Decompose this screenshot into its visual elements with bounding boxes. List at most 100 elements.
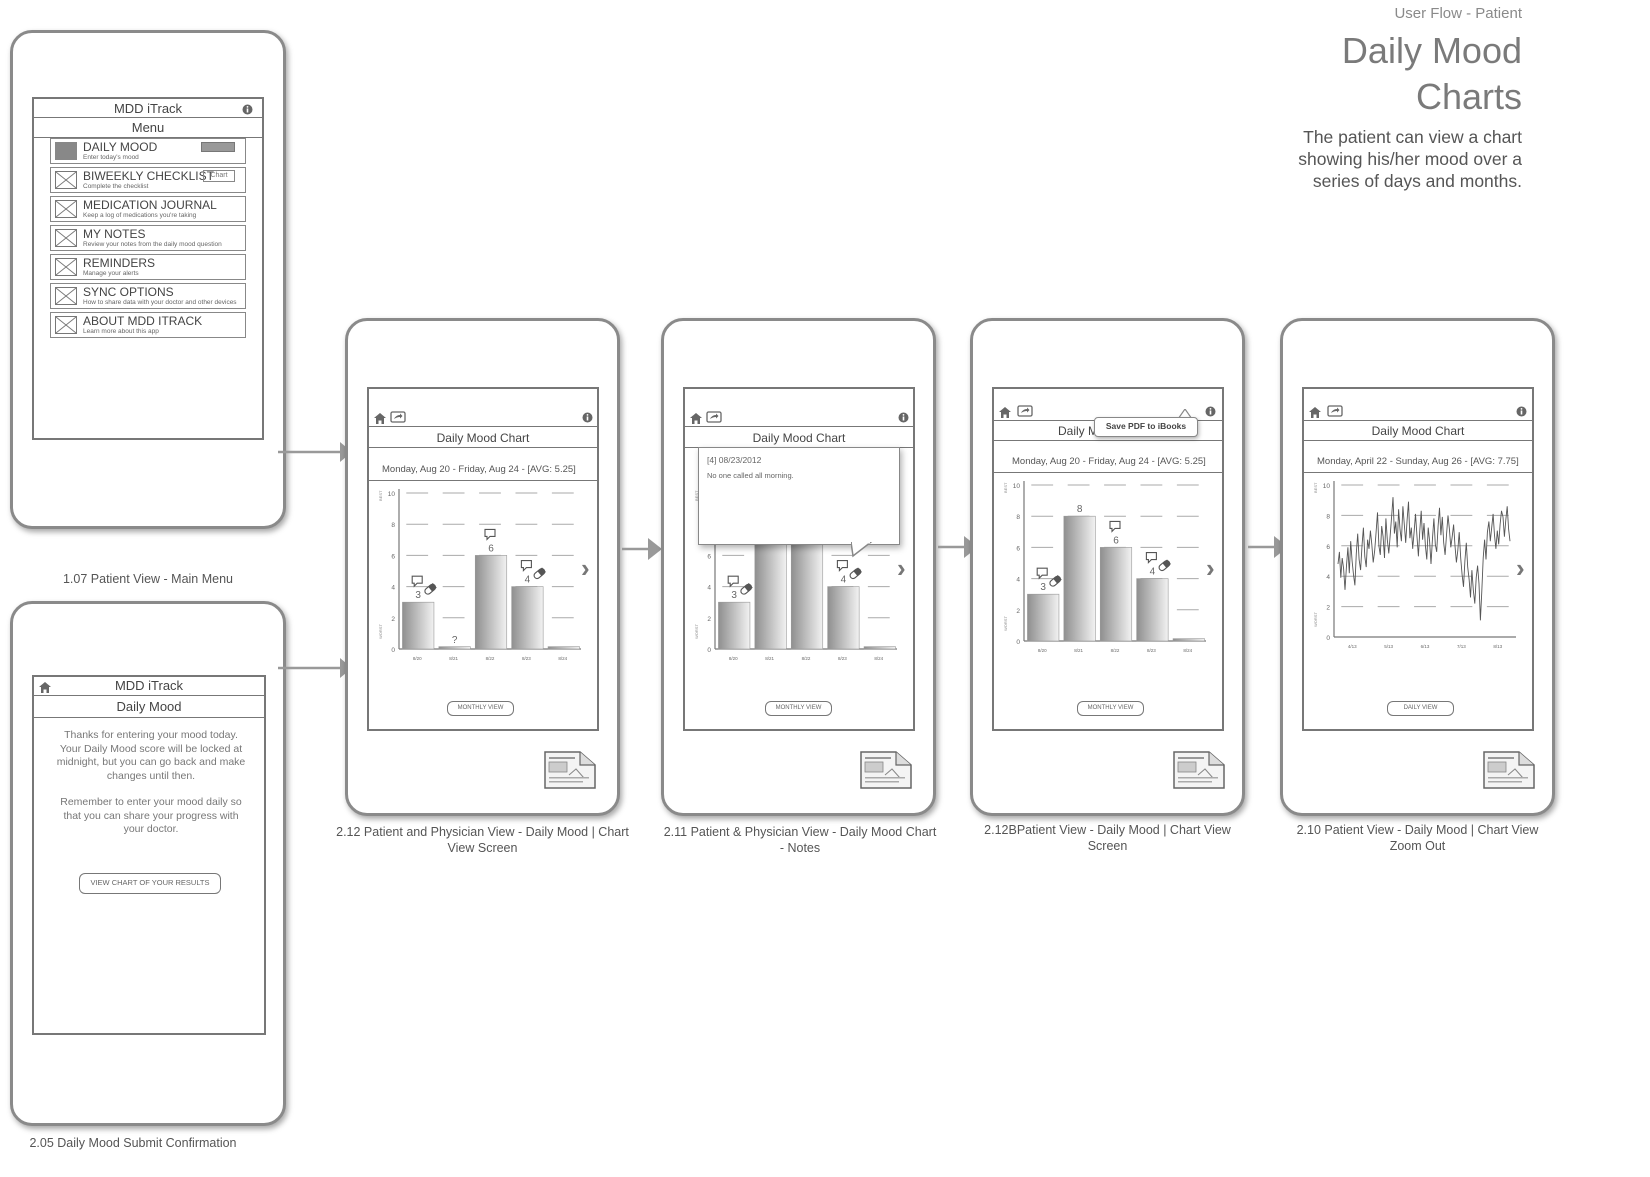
bar: [438, 646, 471, 650]
placeholder-image-icon: [55, 258, 77, 276]
pdf-document-icon[interactable]: [860, 751, 912, 789]
monthly-view-button[interactable]: MONTHLY VIEW: [1077, 701, 1144, 716]
home-icon[interactable]: [39, 680, 51, 698]
y-tick-label: 6: [1326, 544, 1330, 551]
bar: [1027, 593, 1060, 642]
menu-item-reminders[interactable]: REMINDERS Manage your alerts: [50, 254, 246, 280]
bar-value-label: 4: [525, 575, 531, 586]
message-line: midnight, but you can go back and make: [56, 756, 246, 768]
y-tick-label: 10: [388, 491, 396, 498]
bar: [754, 539, 787, 650]
y-tick-label: 8: [1326, 513, 1330, 520]
pdf-document-icon[interactable]: [1483, 751, 1535, 789]
divider: [34, 137, 262, 138]
menu-item-label: SYNC OPTIONS: [83, 285, 174, 299]
description-line1: The patient can view a chart: [1303, 127, 1522, 147]
menu-item-subtitle: Complete the checklist: [83, 183, 149, 190]
menu-item-my-notes[interactable]: MY NOTES Review your notes from the dail…: [50, 225, 246, 251]
info-icon[interactable]: [582, 410, 593, 428]
bar-value-label: 3: [415, 590, 421, 601]
y-label-best: BEST: [1313, 482, 1318, 493]
x-tick-label: 8/22: [1111, 648, 1120, 653]
pill-icon-half: [537, 567, 546, 576]
menu-item-subtitle: How to share data with your doctor and o…: [83, 299, 237, 306]
bar-value-label: 4: [841, 575, 847, 586]
bar: [402, 601, 435, 650]
note-bubble-icon: [1109, 520, 1121, 533]
share-icon[interactable]: [1327, 404, 1343, 422]
x-tick-label: 8/23: [838, 656, 847, 661]
message-line: Your Daily Mood score will be locked at: [59, 742, 243, 755]
x-tick-label: 8/24: [1183, 648, 1192, 653]
menu-item-subtitle: Learn more about this app: [83, 328, 159, 335]
chart-view-device: Daily Mood Chart Monday, Aug 20 - Friday…: [345, 318, 620, 816]
caption-line: 2.12 Patient and Physician View - Daily …: [336, 825, 629, 839]
date-range: Monday, Aug 20 - Friday, Aug 24 - [AVG: …: [382, 464, 576, 475]
note-popup[interactable]: [4] 08/23/2012 No one called all morning…: [698, 447, 900, 545]
info-icon[interactable]: [1516, 404, 1527, 422]
y-tick-label: 0: [1326, 635, 1330, 642]
menu-item-biweekly-checklist[interactable]: BIWEEKLY CHECKLIST Complete the checklis…: [50, 167, 246, 193]
next-chevron-icon[interactable]: ›: [581, 553, 590, 583]
save-pdf-popup-button[interactable]: Save PDF to iBooks: [1094, 417, 1198, 437]
y-tick-label: 2: [707, 616, 711, 623]
x-tick-label: 8/22: [486, 656, 495, 661]
note-bubble-icon: [411, 575, 423, 588]
home-icon[interactable]: [999, 405, 1011, 423]
y-tick-label: 2: [391, 616, 395, 623]
description-line2: showing his/her mood over a: [1298, 149, 1522, 169]
y-tick-label: 0: [391, 647, 395, 654]
note-bubble-icon: [1036, 567, 1048, 580]
next-chevron-icon[interactable]: ›: [1206, 553, 1215, 583]
home-icon[interactable]: [1309, 405, 1321, 423]
screen-title: Daily Mood: [116, 699, 182, 714]
pill-icon-half: [1162, 559, 1171, 568]
page-title-line1: Daily Mood: [1341, 30, 1522, 71]
bar: [1172, 638, 1205, 642]
view-chart-button[interactable]: VIEW CHART OF YOUR RESULTS: [79, 873, 221, 894]
divider: [994, 472, 1222, 473]
note-popup-pointer: [851, 542, 873, 558]
pdf-document-icon[interactable]: [1173, 751, 1225, 789]
info-icon[interactable]: [242, 102, 253, 120]
share-icon[interactable]: [706, 410, 722, 428]
share-icon[interactable]: [390, 410, 406, 428]
menu-item-daily-mood[interactable]: DAILY MOOD Enter today's mood: [50, 138, 246, 164]
x-tick-label: 8/21: [449, 656, 458, 661]
info-icon[interactable]: [898, 410, 909, 428]
next-chevron-icon[interactable]: ›: [1516, 553, 1525, 583]
caption-line: Zoom Out: [1389, 839, 1446, 853]
y-label-best: BEST: [378, 490, 383, 501]
monthly-view-button[interactable]: MONTHLY VIEW: [447, 701, 514, 716]
placeholder-image-icon: [55, 287, 77, 305]
info-icon[interactable]: [1205, 404, 1216, 422]
y-tick-label: 10: [1013, 483, 1021, 490]
menu-item-sync-options[interactable]: SYNC OPTIONS How to share data with your…: [50, 283, 246, 309]
home-icon[interactable]: [374, 411, 386, 429]
home-icon[interactable]: [690, 411, 702, 429]
confirmation-message: Thanks for entering your mood today. You…: [34, 729, 268, 783]
chart-tag-button[interactable]: Chart: [203, 170, 235, 182]
menu-item-label: BIWEEKLY CHECKLIST: [83, 169, 214, 183]
monthly-view-button[interactable]: MONTHLY VIEW: [765, 701, 832, 716]
bar-value-label: 3: [1040, 582, 1046, 593]
bar: [718, 601, 751, 650]
divider: [1304, 420, 1532, 421]
menu-item-medication-journal[interactable]: MEDICATION JOURNAL Keep a log of medicat…: [50, 196, 246, 222]
next-chevron-icon[interactable]: ›: [897, 553, 906, 583]
page-title-line2: Charts: [1415, 76, 1522, 117]
menu-item-label: REMINDERS: [83, 256, 156, 270]
menu-item-about[interactable]: ABOUT MDD ITRACK Learn more about this a…: [50, 312, 246, 338]
daily-view-button[interactable]: DAILY VIEW: [1387, 701, 1454, 716]
share-icon[interactable]: [1017, 404, 1033, 422]
screen-title: Daily Mood Chart: [436, 431, 530, 445]
menu-item-subtitle: Keep a log of medications you're taking: [83, 212, 197, 219]
x-tick-label: 8/20: [729, 656, 738, 661]
y-label-best: BEST: [1003, 482, 1008, 493]
pdf-document-icon[interactable]: [544, 751, 596, 789]
save-pdf-caption: 2.12BPatient View - Daily Mood | Chart V…: [960, 822, 1255, 854]
note-bubble-icon: [836, 560, 848, 572]
divider: [994, 440, 1222, 441]
pill-icon-half: [744, 583, 753, 592]
